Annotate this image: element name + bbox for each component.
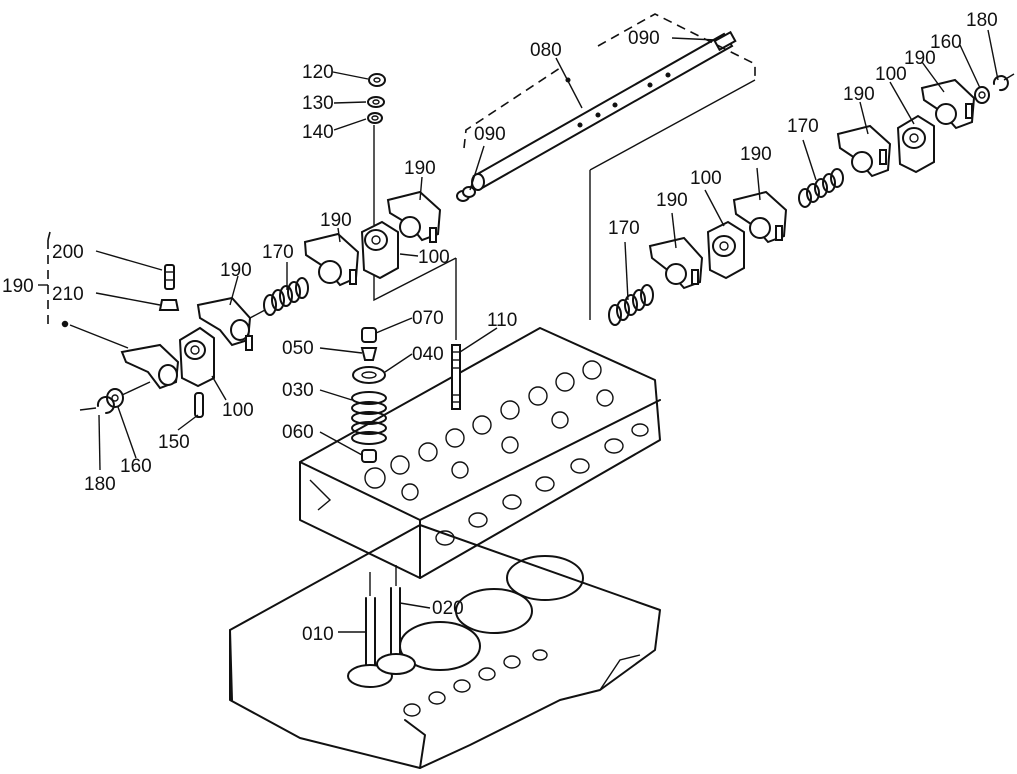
shaft-plug-right [713, 30, 737, 52]
adjusting-screw [164, 264, 175, 290]
circlip [79, 396, 115, 414]
rocker-arm [303, 232, 360, 287]
rocker-arm [196, 296, 253, 351]
spring-retainer [352, 366, 386, 384]
label-140: 140 [302, 122, 334, 143]
cylinder-head [299, 327, 661, 579]
rocker-spring [263, 277, 309, 316]
rocker-arm [386, 190, 442, 243]
label-100-right-b: 100 [690, 168, 722, 189]
label-190-right-b: 190 [843, 84, 875, 105]
label-190-top: 190 [404, 158, 436, 179]
label-130: 130 [302, 93, 334, 114]
rocker-arm [920, 78, 976, 130]
guide-line [373, 257, 457, 302]
label-160-right: 160 [930, 32, 962, 53]
rocker-bracket [360, 220, 399, 280]
guide-line [589, 79, 756, 320]
rocker-arm [732, 190, 788, 244]
label-030: 030 [282, 380, 314, 401]
label-190-right-d: 190 [656, 190, 688, 211]
label-170-left: 170 [262, 242, 294, 263]
lock-nut [158, 299, 180, 311]
label-180-right: 180 [966, 10, 998, 31]
valve-exhaust [376, 565, 416, 675]
label-100-right-a: 100 [875, 64, 907, 85]
valve-collet [360, 347, 378, 361]
label-190-bracket: 190 [2, 276, 34, 297]
rocker-arm [648, 236, 704, 290]
label-180-left: 180 [84, 474, 116, 495]
label-020: 020 [432, 598, 464, 619]
rocker-bracket [896, 114, 935, 174]
label-190-right-a: 190 [904, 48, 936, 69]
shaft-plug-left [456, 186, 476, 202]
label-040: 040 [412, 344, 444, 365]
leader-lines [38, 29, 999, 633]
guide-line [69, 324, 129, 349]
label-160-left: 160 [120, 456, 152, 477]
label-010: 010 [302, 624, 334, 645]
rocker-shaft [471, 32, 734, 191]
rocker-spring [608, 284, 654, 326]
label-190-right-c: 190 [740, 144, 772, 165]
assembly-bracket [47, 231, 51, 330]
label-090-left: 090 [474, 124, 506, 145]
label-070: 070 [412, 308, 444, 329]
label-120: 120 [302, 62, 334, 83]
label-100-left: 100 [222, 400, 254, 421]
label-170-right-b: 170 [608, 218, 640, 239]
dowel-pin [194, 392, 204, 418]
valve-spring [351, 391, 387, 445]
label-150: 150 [158, 432, 190, 453]
label-060: 060 [282, 422, 314, 443]
rocker-arm [120, 343, 180, 390]
label-090-top: 090 [628, 28, 660, 49]
label-050: 050 [282, 338, 314, 359]
nut [368, 73, 386, 87]
label-170-right-a: 170 [787, 116, 819, 137]
spring-washer [974, 86, 990, 104]
washer-b [367, 112, 383, 124]
label-110: 110 [487, 310, 517, 331]
washer-a [367, 96, 385, 108]
rocker-arm [836, 124, 892, 178]
label-200: 200 [52, 242, 84, 263]
stud-bolt [451, 344, 461, 410]
label-190-mid: 190 [320, 210, 352, 231]
assembly-bracket [463, 13, 756, 149]
label-080: 080 [530, 40, 562, 61]
guide-line [249, 309, 266, 319]
rocker-spring [798, 168, 844, 208]
rocker-bracket [706, 220, 745, 280]
valve-stem-seal [361, 449, 377, 463]
valve-cap [361, 327, 377, 343]
rocker-bracket [178, 326, 215, 388]
label-100-mid: 100 [418, 247, 450, 268]
label-190-left: 190 [220, 260, 252, 281]
cylinder-block [229, 524, 661, 769]
label-210: 210 [52, 284, 84, 305]
circlip [992, 73, 1015, 92]
part-labels: 120 130 140 080 090 090 180 160 190 100 … [2, 10, 998, 645]
guide-line [121, 381, 151, 396]
